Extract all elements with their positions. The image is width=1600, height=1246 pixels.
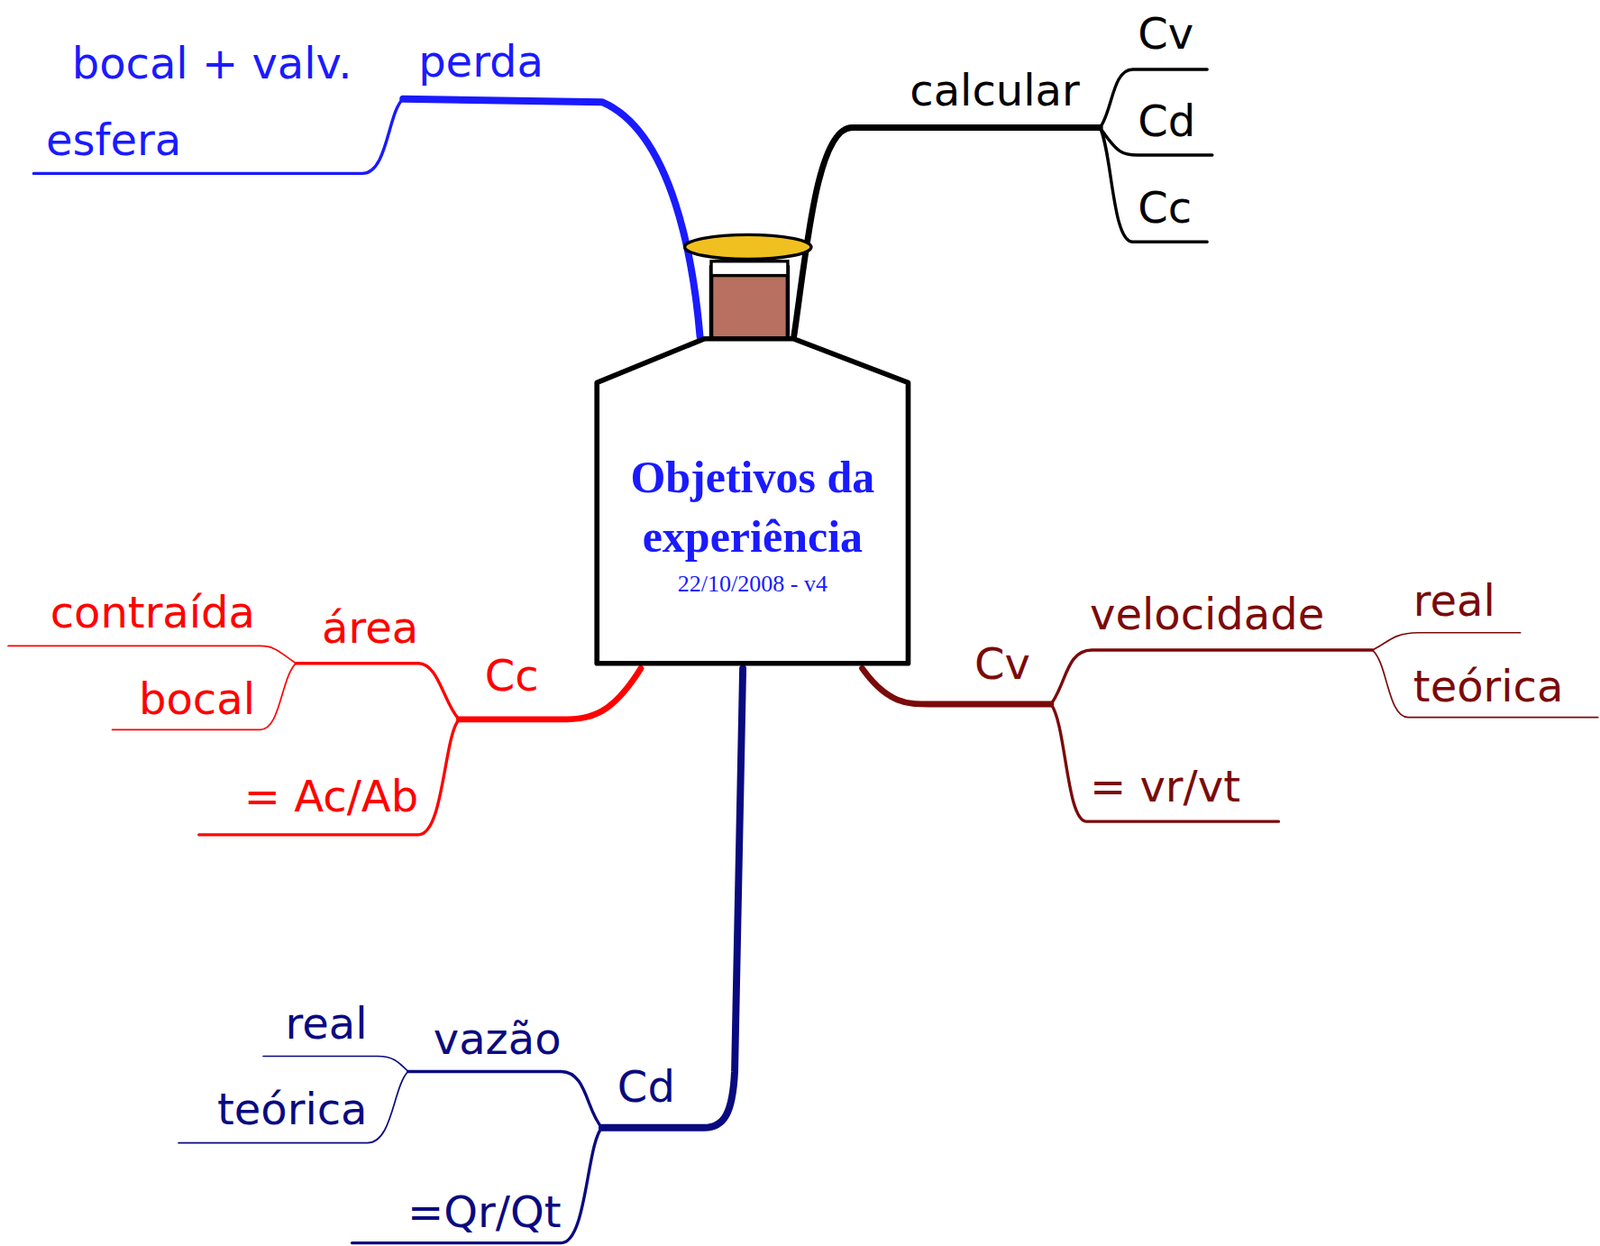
branch-line [8,645,296,663]
branch-line [199,719,460,835]
branch-label: contraída [50,586,256,638]
bottle-cap [685,234,812,259]
branch-line [794,127,1101,337]
branch-label: Cv [974,638,1031,689]
branch-label: teórica [217,1083,368,1134]
bottle-band [711,261,788,276]
branch-line [1372,649,1599,718]
branch-label: Cd [617,1060,676,1112]
branch-label: esfera [45,114,182,165]
branch-label: real [285,997,368,1049]
central-topic: Objetivos da experiência22/10/2008 - v4 [596,382,908,663]
branch-label: velocidade [1089,588,1325,640]
branch-label: perda [418,36,544,87]
topic-title: Objetivos da experiência [603,447,901,567]
branch-label: teórica [1413,660,1564,712]
branch-label: bocal [138,673,256,724]
branch-label: Cc [484,649,540,701]
branch-label: =Qr/Qt [407,1186,562,1237]
branch-line [295,663,459,720]
branch-line [178,1070,409,1143]
branch-line [402,99,700,338]
branch-label: real [1413,575,1496,626]
branch-line [408,1070,603,1127]
branch-line [1372,632,1521,650]
topic-date: 22/10/2008 - v4 [677,569,828,599]
branch-label: Cd [1137,95,1196,147]
branch-line [352,1127,603,1244]
bottle-neck [711,267,788,339]
bottle-body [596,338,908,664]
branch-label: calcular [909,64,1079,116]
branch-label: bocal + valv. [72,37,353,89]
branch-line [1051,704,1279,822]
branch-line [263,1055,409,1071]
branch-label: = vr/vt [1089,760,1241,812]
branch-line [112,663,297,731]
branch-label: Cc [1137,182,1192,233]
branch-label: vazão [433,1013,562,1064]
branch-line [1051,649,1373,704]
branch-label: = Ac/Ab [244,770,419,822]
bottle-illustration [596,234,908,663]
branch-label: Cv [1137,8,1194,59]
branch-line [33,99,403,174]
branch-label: área [321,602,419,653]
branch-line [602,667,743,1127]
